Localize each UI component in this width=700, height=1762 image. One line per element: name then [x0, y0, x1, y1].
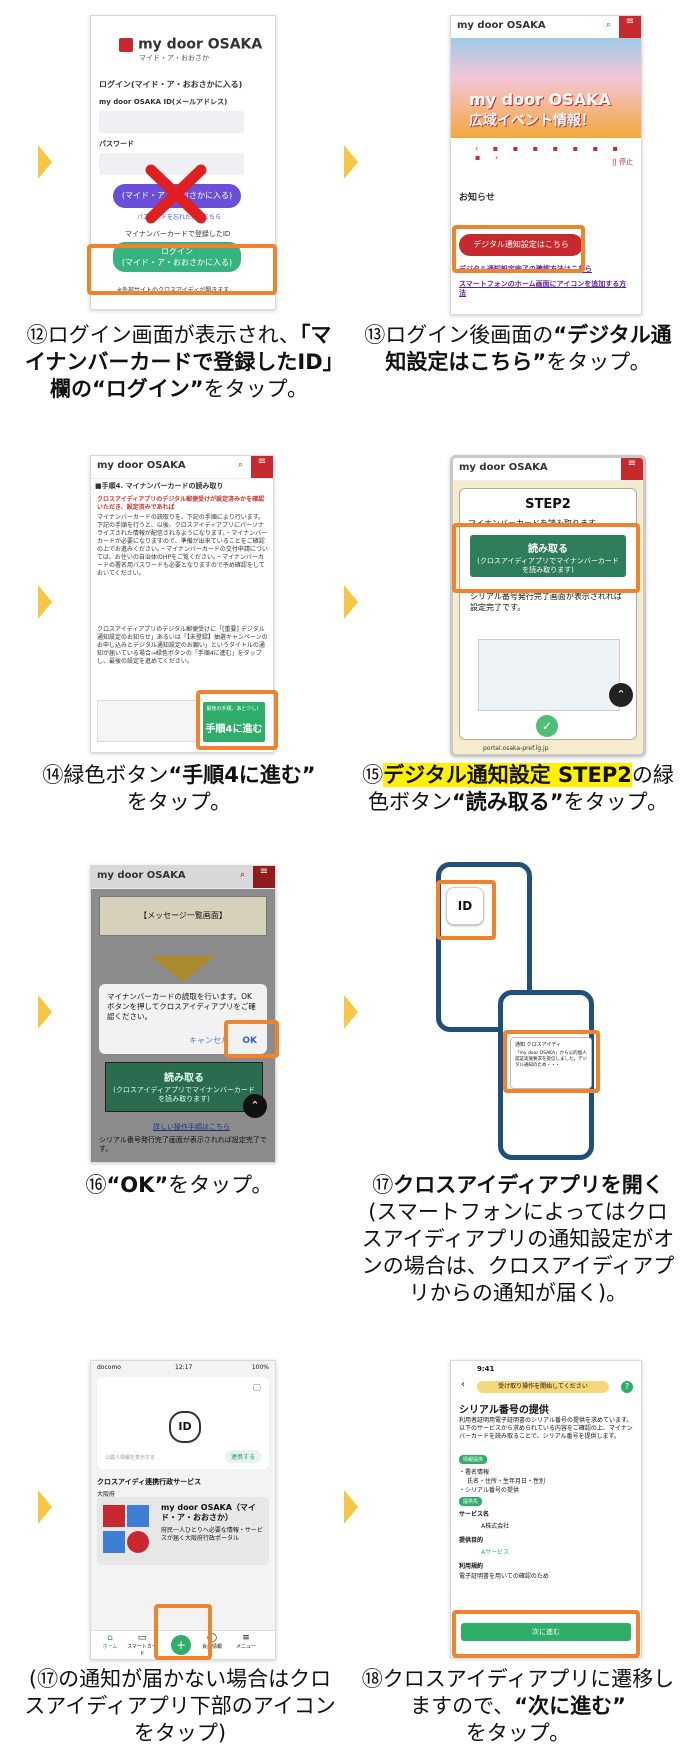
id-label: my door OSAKA ID(メールアドレス) — [99, 98, 228, 106]
mydoor-service-card[interactable]: my door OSAKA（マイド・ア・おおさか） 府民一人ひとりへ必要な情報・… — [97, 1497, 269, 1565]
step-14-caption: ⑭緑色ボタン“手順4に進む”をタップ。 — [42, 763, 316, 814]
link-pill-button[interactable]: 連携する — [224, 1450, 261, 1463]
header-bar: my door OSAKA ⌕ ≡ — [91, 456, 273, 479]
highlight-frame — [452, 1610, 640, 1658]
check-circle-icon: ✓ — [536, 715, 558, 737]
password-label: パスワード — [99, 140, 134, 148]
status-pill: 受け取り操作を開始してください — [477, 1381, 609, 1393]
cancel-button[interactable]: キャンセル — [189, 1036, 229, 1045]
forgot-password-link[interactable]: パスワードを忘れた方はこちら — [137, 214, 222, 221]
tab-center-plus-icon[interactable]: + — [171, 1635, 191, 1655]
step-arrow — [344, 145, 358, 179]
scroll-top-icon[interactable]: ⌃ — [609, 683, 633, 707]
notification-card[interactable]: 通知 クロスアイディ 「my door OSAKA」から公的個人認証実施要求を受… — [510, 1037, 592, 1089]
step-arrow — [38, 585, 52, 619]
step2-card: STEP2 マイナンバーカードを読み取ります。 読み取る (クロスアイディアプリ… — [459, 488, 637, 740]
search-icon[interactable]: ⌕ — [237, 460, 243, 470]
tab-home[interactable]: ⌂ホーム — [102, 1633, 118, 1650]
highlight-frame — [224, 1020, 279, 1058]
lock-icon: ▢ — [252, 1383, 261, 1393]
step-thumbnails — [97, 700, 197, 742]
login-heading: ログイン(マイド・ア・おおさかに入る) — [99, 80, 243, 89]
step-arrow — [344, 585, 358, 619]
after-login-screenshot: my door OSAKA ⌕ ≡ my door OSAKA 広域イベント情報… — [450, 15, 642, 315]
step-16-caption: ⑯“OK”をタップ。 — [85, 1173, 273, 1197]
step-arrow — [344, 1490, 358, 1524]
ok-button[interactable]: OK — [242, 1036, 257, 1046]
mydoor-logo: my door OSAKA マイド・ア・おおさか — [119, 34, 262, 63]
password-input[interactable] — [99, 153, 244, 175]
logo-icon — [119, 37, 133, 52]
step-arrow — [38, 1490, 52, 1524]
step-12-caption: ⑫ログイン画面が表示され、「マイナンバーカードで登録したID」欄の“ログイン”を… — [24, 323, 334, 401]
search-icon[interactable]: ⌕ — [605, 20, 611, 30]
url-bar: portal.osaka-pref.lg.jp — [483, 745, 549, 752]
header-bar: my door OSAKA ⌕ ≡ — [91, 866, 275, 889]
step-arrow — [38, 995, 52, 1029]
step-arrow — [38, 145, 52, 179]
help-icon[interactable]: ? — [621, 1381, 633, 1393]
step2-screenshot: my door OSAKA ≡ STEP2 マイナンバーカードを読み取ります。 … — [450, 455, 646, 757]
status-bar: docomo 12:17 100% — [97, 1364, 269, 1371]
crossid-home-screenshot: docomo 12:17 100% ▢ ID 公開人情報を表示する 連携する ク… — [90, 1360, 276, 1660]
next-button[interactable]: 次に進む — [461, 1623, 631, 1641]
step-13-caption: ⑬ログイン後画面の“デジタル通知設定はこちら”をタップ。 — [364, 323, 672, 374]
ok-dialog-screenshot: my door OSAKA ⌕ ≡ 【メッセージ一覧画面】 マイナンバーカードの… — [90, 865, 276, 1163]
read-button[interactable]: 読み取る (クロスアイディアプリでマイナンバーカードを読み取ります) — [105, 1062, 263, 1112]
event-banner: my door OSAKA 広域イベント情報！ — [451, 38, 641, 138]
tab-menu[interactable]: ≡メニュー — [235, 1633, 256, 1650]
scroll-top-icon[interactable]: ⌃ — [243, 1094, 267, 1118]
external-site-note: ※外部サイトのクロスアイディが開きます — [117, 287, 230, 294]
confirm-dialog: マイナンバーカードの読取を行います。OKボタンを押してクロスアイディアプリをご確… — [99, 984, 267, 1054]
search-icon[interactable]: ⌕ — [239, 870, 245, 880]
highlight-frame — [154, 1604, 212, 1660]
operation-link[interactable]: 詳しい操作手順はこちら — [153, 1123, 230, 1131]
crossid-logo-icon: ID — [169, 1411, 201, 1443]
crossid-app-icon[interactable]: ID — [446, 887, 484, 925]
tab-bar: ⌂ホーム ▭スマートカード + ◯会員情報 ≡メニュー — [91, 1630, 275, 1659]
notice-heading: お知らせ — [459, 193, 495, 203]
tab-smartcard[interactable]: ▭スマートカード — [127, 1633, 157, 1657]
illustration — [478, 639, 620, 711]
menu-button[interactable]: ≡ — [251, 456, 273, 478]
step4-heading: ■手順4. マイナンバーカードの読み取り — [95, 482, 224, 490]
digital-notification-button[interactable]: デジタル通知設定はこちら — [459, 234, 583, 256]
step4-body: マイナンバーカードの読取りを、下記の手順により行います。下記の手順を行うと、以後… — [97, 514, 268, 577]
highlight-frame — [503, 1030, 600, 1093]
id-input[interactable] — [99, 111, 244, 133]
message-list-box: 【メッセージ一覧画面】 — [99, 896, 267, 936]
highlight-frame — [87, 244, 277, 295]
id-card: ▢ ID 公開人情報を表示する 連携する — [97, 1377, 269, 1469]
back-chevron-icon[interactable]: ‹ — [461, 1379, 465, 1390]
header-bar: my door OSAKA ≡ — [453, 458, 643, 481]
highlight-frame — [436, 880, 496, 940]
menu-button[interactable]: ≡ — [619, 16, 641, 38]
step4-warning: クロスアイディアプリのデジタル郵便受けが設定済みかを確認いただき、設定済みであれ… — [97, 496, 265, 511]
highlight-frame — [452, 225, 585, 273]
login-screen-screenshot: my door OSAKA マイド・ア・おおさか ログイン(マイド・ア・おおさか… — [90, 15, 276, 310]
serial-provide-screenshot: 9:41 ‹ 受け取り操作を開始してください ? シリアル番号の提供 利用者証明… — [450, 1360, 642, 1658]
highlight-frame — [196, 690, 278, 750]
cross-mark-icon — [145, 164, 207, 224]
highlight-frame — [452, 523, 640, 593]
mynumber-id-label: マイナンバーカードで登録したID — [125, 230, 231, 238]
header-bar: my door OSAKA ⌕ ≡ — [451, 16, 641, 39]
mydoor-logo-icon — [103, 1505, 151, 1557]
step-18-caption: ⑱クロスアイディアプリに遷移しますので、“次に進む”をタップ。 — [361, 1667, 675, 1745]
down-triangle-icon — [151, 956, 215, 982]
menu-button[interactable]: ≡ — [621, 458, 643, 480]
step-17b-caption: (⑰の通知が届かない場合はクロスアイディアプリ下部のアイコンをタップ) — [24, 1667, 336, 1745]
step4-green-button[interactable]: 最後の手順、あと少し！ 手順4に進む — [203, 702, 265, 742]
step-15-caption: ⑮デジタル通知設定 STEP2の緑色ボタン“読み取る”をタップ。 — [362, 763, 674, 814]
step-17-caption: ⑰クロスアイディアプリを開く(スマートフォンによってはクロスアイディアプリの通知… — [361, 1173, 675, 1305]
read-button[interactable]: 読み取る (クロスアイディアプリでマイナンバーカードを読み取ります) — [470, 535, 626, 577]
carousel-stop[interactable]: || 停止 — [612, 158, 633, 166]
menu-button[interactable]: ≡ — [253, 866, 275, 888]
step4-body2: クロスアイディアプリのデジタル郵便受けに「[重要] デジタル通知設定のお知らせ」… — [97, 626, 268, 665]
step-arrow — [344, 995, 358, 1029]
carousel-dots[interactable]: ‹ ▪ ▪ ▪ ▪ ▪ ▪ ▪ ▪ › — [475, 144, 624, 162]
step4-page-screenshot: my door OSAKA ⌕ ≡ ■手順4. マイナンバーカードの読み取り ク… — [90, 455, 274, 753]
home-icon-link[interactable]: スマートフォンのホーム画面にアイコンを追加する方法 — [459, 280, 627, 297]
phone-illustration: ID 通知 クロスアイディ 「my door OSAKA」から公的個人認証実施要… — [430, 862, 620, 1162]
